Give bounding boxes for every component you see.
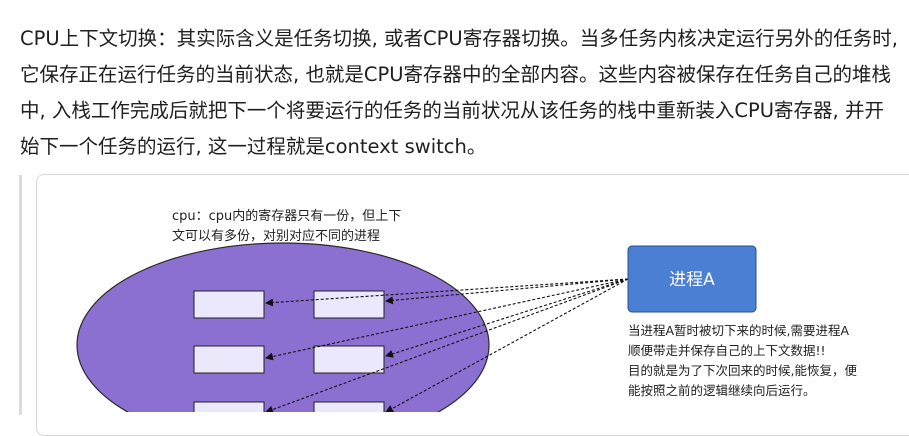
cpu-ellipse <box>76 242 490 412</box>
context-switch-paragraph: CPU上下文切换：其实际含义是任务切换, 或者CPU寄存器切换。当多任务内核决定… <box>20 27 898 158</box>
arrow-to-register <box>265 278 629 412</box>
process-note-line1: 当进程A暂时被切下来的时候,需要进程A <box>628 323 850 338</box>
arrow-to-register <box>385 278 629 305</box>
cpu-note-line2: 文可以有多份，对别对应不同的进程 <box>172 228 380 244</box>
register-box <box>313 345 385 374</box>
process-a-box <box>627 245 757 313</box>
context-switch-diagram: cpu：cpu内的寄存器只有一份，但上下 文可以有多份，对别对应不同的进程 进程… <box>76 208 857 412</box>
process-note-line4: 能按照之前的逻辑继续向后运行。 <box>628 383 816 398</box>
cpu-note-line1: cpu：cpu内的寄存器只有一份，但上下 <box>172 208 401 224</box>
arrow-to-register <box>265 278 629 307</box>
register-box <box>313 290 385 319</box>
register-box <box>193 345 265 374</box>
register-box <box>193 401 265 412</box>
process-a-label: 进程A <box>669 270 715 290</box>
figure-left-border <box>19 175 22 415</box>
process-note-line2: 顺便带走并保存自己的上下文数据!! <box>628 343 826 358</box>
register-box <box>313 401 385 412</box>
arrow-to-register <box>265 278 629 361</box>
register-box <box>193 290 265 319</box>
arrow-to-register <box>385 278 629 358</box>
arrow-to-register <box>385 278 629 412</box>
process-note-line3: 目的就是为了下次回来的时候,能恢复，便 <box>628 363 857 378</box>
